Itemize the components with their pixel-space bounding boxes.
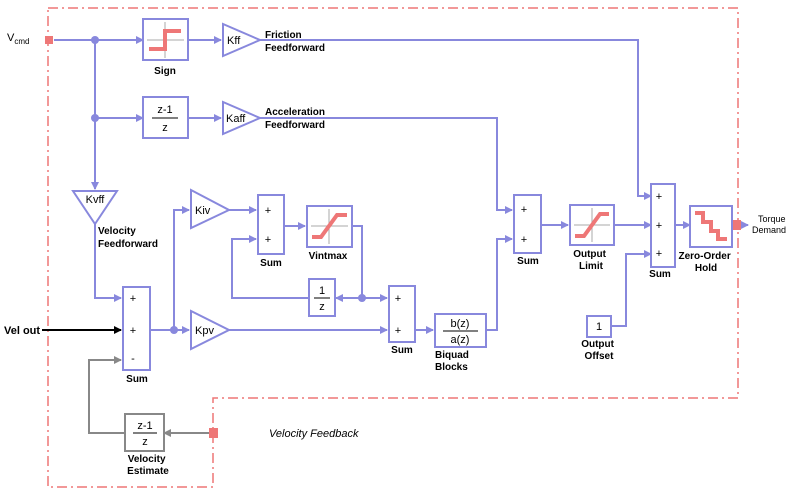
zero-order-hold-block[interactable]: Zero-Order Hold (678, 205, 733, 274)
output-limit-block[interactable]: Output Limit (569, 204, 615, 272)
sum-velocity-sign-2: + (130, 325, 136, 337)
sum-velocity-sign-3: - (131, 353, 135, 365)
biquad-denominator: a(z) (451, 334, 470, 346)
unit-delay-block[interactable]: 1 z (308, 278, 336, 317)
velocity-feedforward-label: Velocity Feedforward (98, 226, 158, 250)
sum-integrator-sign-1: + (265, 205, 271, 217)
friction-feedforward-label: Friction Feedforward (265, 30, 325, 54)
branch-points (91, 36, 366, 334)
kiv-gain-text: Kiv (195, 205, 211, 217)
sum-pi-sign-2: + (395, 325, 401, 337)
sum-feedforward-sign-2: + (521, 234, 527, 246)
kpv-gain-block[interactable]: Kpv (190, 309, 232, 351)
sum-feedforward-block[interactable]: + + Sum (513, 194, 542, 267)
output-offset-block[interactable]: 1 Output Offset (581, 315, 617, 362)
unit-delay-denominator: z (319, 301, 325, 313)
output-limit-saturation-icon (575, 212, 609, 238)
velocity-feedback-label: Velocity Feedback (269, 428, 359, 440)
biquad-filter-block[interactable]: b(z) a(z) Biquad Blocks (434, 313, 487, 373)
sum-velocity-sign-1: + (130, 293, 136, 305)
biquad-label: Biquad Blocks (435, 350, 472, 373)
sum-velocity-label: Sum (126, 374, 148, 385)
derivative-denominator: z (162, 122, 168, 134)
sum-output-block[interactable]: + + + Sum (649, 183, 676, 280)
sum-integrator-label: Sum (260, 258, 282, 269)
sum-pi-block[interactable]: + + Sum (388, 285, 416, 356)
subsystem-boundary (47, 7, 739, 488)
vintmax-label: Vintmax (309, 251, 348, 262)
derivative-numerator: z-1 (157, 104, 172, 116)
sum-output-sign-3: + (656, 248, 662, 260)
saturation-icon (312, 213, 347, 239)
vcmd-label: Vcmd (7, 32, 29, 46)
discrete-derivative-block[interactable]: z-1 z (142, 96, 189, 139)
sign-function-icon (149, 29, 181, 51)
sum-pi-sign-1: + (395, 293, 401, 305)
sum-output-sign-1: + (656, 191, 662, 203)
kaff-gain-text: Kaff (226, 113, 246, 125)
kvff-gain-block[interactable]: Kvff Velocity Feedforward (71, 190, 158, 250)
sum-feedforward-sign-1: + (521, 204, 527, 216)
sum-feedforward-label: Sum (517, 256, 539, 267)
torque-demand-label: Torque Demand (752, 214, 788, 235)
velocity-estimate-numerator: z-1 (137, 420, 152, 432)
kaff-gain-block[interactable]: Kaff Acceleration Feedforward (222, 100, 328, 136)
zero-order-hold-icon (695, 211, 727, 241)
velocity-estimate-block[interactable]: z-1 z Velocity Estimate (124, 413, 169, 477)
sum-output-sign-2: + (656, 220, 662, 232)
sign-block[interactable]: Sign (142, 18, 189, 77)
vel-out-label: Vel out (4, 325, 40, 337)
torque-demand-port-marker[interactable] (733, 220, 741, 230)
kvff-gain-text: Kvff (86, 194, 106, 206)
velocity-estimate-denominator: z (142, 436, 148, 448)
kpv-gain-text: Kpv (195, 325, 214, 337)
sum-integrator-block[interactable]: + + Sum (257, 194, 285, 269)
output-offset-label: Output Offset (581, 339, 617, 362)
velocity-feedback-port-marker[interactable] (209, 428, 218, 438)
sign-label: Sign (154, 66, 176, 77)
kff-gain-text: Kff (227, 35, 241, 47)
sum-output-label: Sum (649, 269, 671, 280)
output-limit-label: Output Limit (573, 249, 609, 272)
acceleration-feedforward-label: Acceleration Feedforward (265, 107, 328, 131)
sum-velocity-block[interactable]: + + - Sum (122, 286, 151, 385)
sum-integrator-sign-2: + (265, 234, 271, 246)
vcmd-port-marker[interactable] (45, 36, 53, 44)
vintmax-saturation-block[interactable]: Vintmax (306, 205, 353, 262)
output-offset-value: 1 (596, 321, 602, 333)
velocity-estimate-label: Velocity Estimate (127, 454, 169, 477)
kff-gain-block[interactable]: Kff Friction Feedforward (222, 22, 325, 58)
biquad-numerator: b(z) (451, 318, 470, 330)
zero-order-hold-label: Zero-Order Hold (678, 251, 733, 274)
sum-pi-label: Sum (391, 345, 413, 356)
signal-wires (42, 36, 749, 437)
unit-delay-numerator: 1 (319, 285, 325, 297)
kiv-gain-block[interactable]: Kiv (190, 188, 232, 230)
